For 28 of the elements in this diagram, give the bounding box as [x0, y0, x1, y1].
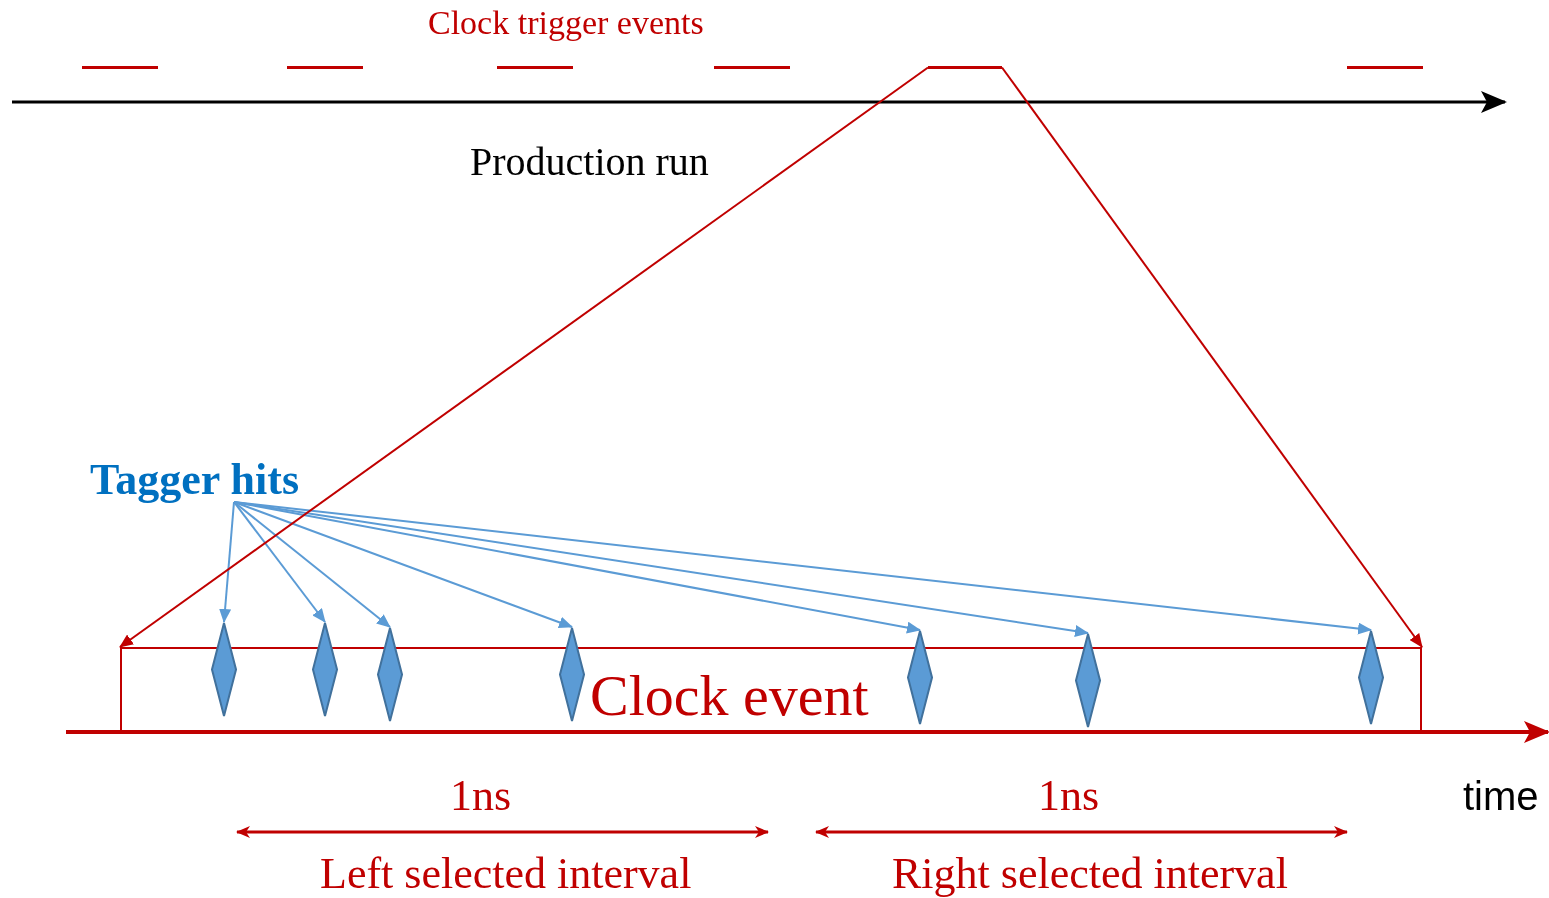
interval-label: Right selected interval — [892, 852, 1288, 896]
arrow — [233, 501, 326, 623]
hit-diamond — [1075, 633, 1101, 728]
heading: Clock trigger events — [428, 6, 704, 40]
box-title: Clock event — [590, 667, 869, 725]
hit-diamond — [312, 622, 338, 717]
hit-diamond — [559, 627, 585, 722]
arrow — [219, 501, 235, 623]
hit-diamond — [907, 630, 933, 725]
arrow — [233, 501, 391, 628]
trigger-dash — [928, 66, 1002, 69]
trigger-dash — [287, 66, 363, 69]
hit-diamond — [1358, 630, 1384, 725]
interval-label: Left selected interval — [320, 852, 692, 896]
axis-label: time — [1463, 776, 1539, 816]
interval-length: 1ns — [450, 774, 512, 818]
arrow — [119, 66, 929, 648]
trigger-dash — [497, 66, 573, 69]
trigger-dash — [714, 66, 790, 69]
arrow — [1001, 66, 1423, 648]
interval-length: 1ns — [1038, 774, 1100, 818]
trigger-dash — [82, 66, 158, 69]
node-label: Tagger hits — [90, 458, 300, 502]
hit-diamond — [377, 627, 403, 722]
hit-diamond — [211, 622, 237, 717]
axis-label: Production run — [470, 142, 709, 182]
trigger-dash — [1347, 66, 1423, 69]
arrow — [233, 501, 1372, 635]
